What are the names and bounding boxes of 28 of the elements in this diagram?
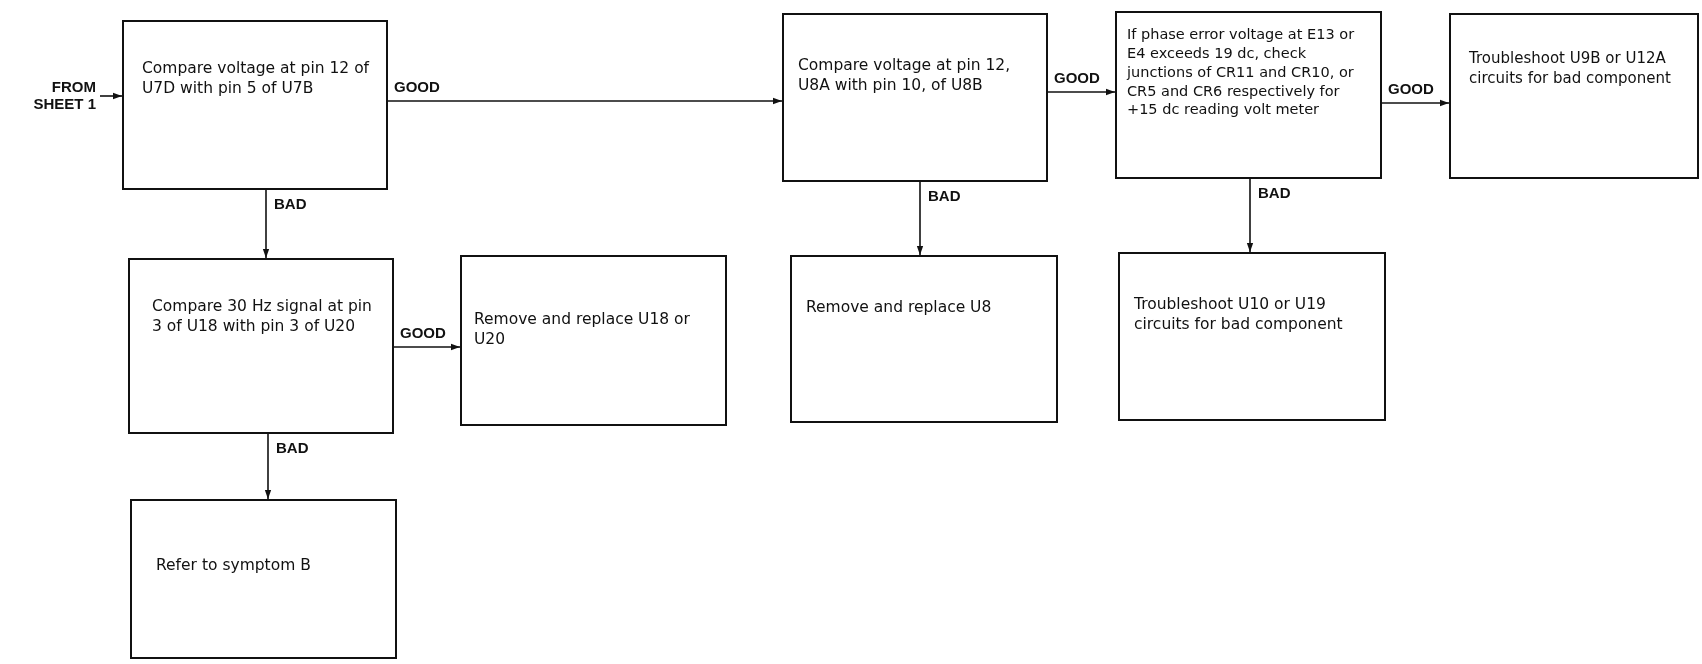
process-box [460, 255, 727, 426]
box-text: Compare voltage at pin 12, U8A with pin 10, of U8B [798, 55, 1012, 96]
process-box [130, 499, 397, 659]
arrow [1246, 178, 1254, 253]
arrow [1047, 88, 1116, 96]
box-text: Compare 30 Hz signal at pin 3 of U18 with pin 3 of U20 [152, 296, 373, 337]
box-text: Refer to symptom B [156, 555, 312, 576]
arrow [1381, 99, 1450, 107]
process-box [790, 255, 1058, 423]
box-text: Troubleshoot U10 or U19 circuits for bad component [1134, 294, 1344, 335]
process-box [122, 20, 388, 190]
process-box [128, 258, 394, 434]
arrow [99, 92, 123, 100]
arrow [264, 433, 272, 500]
box-text: Troubleshoot U9B or U12A circuits for bad component [1469, 49, 1672, 88]
process-box [1118, 252, 1386, 421]
arrow [387, 97, 783, 105]
arrow [916, 181, 924, 256]
box-text: If phase error voltage at E13 or E4 exceeds 19 dc, check junctions of CR11 and CR10, or CR5 and CR6 respectively for +15 dc reading volt meter [1127, 25, 1356, 120]
box-text: Remove and replace U8 [806, 297, 993, 318]
process-box [1449, 13, 1699, 179]
process-box [1115, 11, 1382, 179]
source-label: FROM SHEET 1 [32, 78, 96, 113]
arrow [393, 343, 461, 351]
box-text: Remove and replace U18 or U20 [474, 309, 691, 350]
process-box [782, 13, 1048, 182]
arrow [262, 189, 270, 259]
box-text: Compare voltage at pin 12 of U7D with pin 5 of U7B [142, 58, 371, 99]
